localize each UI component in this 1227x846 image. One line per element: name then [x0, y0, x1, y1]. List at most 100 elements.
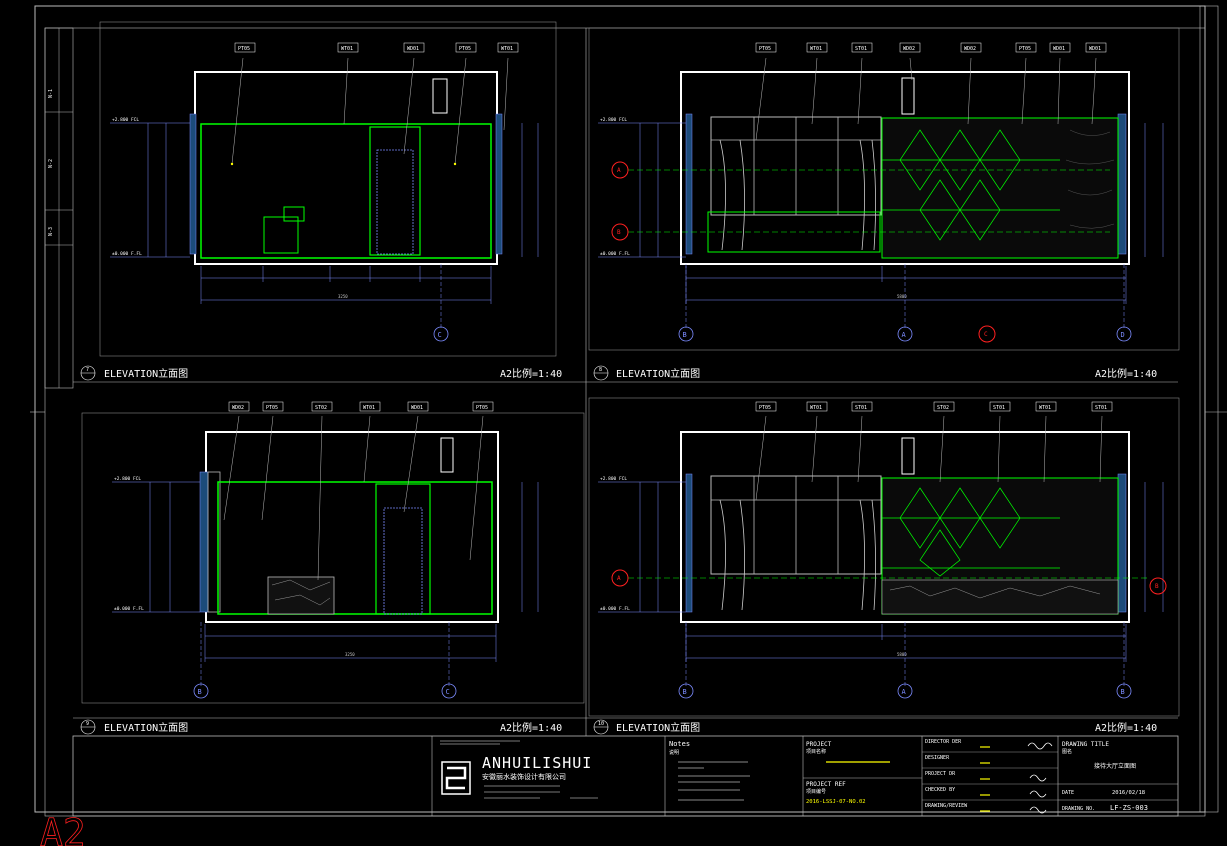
svg-text:±0.000 F.FL: ±0.000 F.FL — [600, 251, 630, 257]
left-info-strip: N-1 N-2 N-3 — [44, 27, 74, 389]
svg-text:WT01: WT01 — [810, 405, 822, 411]
project-dr-label: PROJECT DR — [925, 771, 956, 777]
finish-tag-7-4: PT05 — [455, 42, 477, 53]
svg-text:A: A — [617, 575, 621, 582]
svg-text:WD02: WD02 — [964, 46, 976, 52]
svg-text:9: 9 — [86, 721, 89, 727]
svg-text:PT05: PT05 — [1019, 46, 1031, 52]
svg-text:+2.800 FCL: +2.800 FCL — [600, 476, 627, 482]
finish-tag-7-3: WD01 — [403, 42, 425, 53]
wall-outline-7 — [194, 71, 498, 265]
svg-text:C: C — [438, 331, 442, 339]
company-logo — [441, 761, 471, 795]
svg-text:ST02: ST02 — [315, 405, 327, 411]
view-scale-10: A2比例=1:40 — [1095, 721, 1157, 734]
project-label: PROJECT — [806, 741, 832, 748]
svg-text:WD01: WD01 — [407, 46, 419, 52]
grid-bubble-9-right: C — [441, 683, 457, 699]
finish-tag-8-7: WD01 — [1049, 42, 1071, 53]
finish-tag-7-2: WT01 — [337, 42, 359, 53]
curtain-left-8 — [719, 139, 745, 251]
svg-text:10: 10 — [598, 721, 604, 727]
grid-bubble-8-mid: A — [897, 326, 913, 342]
drawing-no-value: LF-ZS-003 — [1110, 804, 1148, 812]
date-value: 2016/02/18 — [1112, 790, 1145, 796]
svg-text:WD02: WD02 — [903, 46, 915, 52]
finish-tag-9-2: PT05 — [262, 401, 284, 412]
svg-text:B: B — [683, 331, 687, 339]
elevation-8: PT05 WT01 ST01 WD02 WD02 PT05 WD01 WD01 … — [588, 27, 1180, 381]
signature-marks — [1027, 742, 1053, 814]
elevation-10: PT05 WT01 ST01 ST02 ST01 WT01 ST01 +2.80… — [588, 397, 1180, 735]
sheet-right-margin — [1199, 5, 1219, 813]
overall-dim-7: 3250 — [338, 294, 348, 299]
level-top-7: +2.800 FCL — [112, 117, 139, 123]
date-label: DATE — [1062, 790, 1074, 796]
view-scale-9: A2比例=1:40 — [500, 721, 562, 734]
sheet-size-mark: A2 — [40, 811, 86, 846]
company-name-en: ANHUILISHUI — [482, 754, 592, 772]
elevation-9: WD02 PT05 ST02 WT01 WD01 PT05 +2.800 FCL… — [80, 401, 585, 735]
svg-text:PT05: PT05 — [238, 46, 250, 52]
wall-outline-9 — [205, 431, 499, 623]
grid-bubble-10-left: B — [678, 683, 694, 699]
curtain-right-8 — [859, 139, 876, 251]
finish-tag-10-6: WT01 — [1035, 401, 1057, 412]
svg-text:5800: 5800 — [897, 652, 907, 657]
svg-text:PT05: PT05 — [266, 405, 278, 411]
checked-label: CHECKED BY — [925, 787, 955, 793]
finish-tag-9-1: WD02 — [228, 401, 250, 412]
project-ref-label-cn: 项目编号 — [806, 788, 826, 795]
drawing-title-label-cn: 图名 — [1062, 748, 1072, 755]
finish-tag-7-5: WT01 — [497, 42, 519, 53]
viewport-frame-8 — [588, 27, 1180, 351]
svg-text:8: 8 — [599, 367, 602, 373]
svg-text:3250: 3250 — [345, 652, 355, 657]
stone-base-10 — [881, 579, 1119, 615]
drawing-no-label: DRAWING NO. — [1062, 806, 1095, 812]
svg-text:PT05: PT05 — [759, 46, 771, 52]
svg-text:±0.000 F.FL: ±0.000 F.FL — [114, 606, 144, 612]
finish-tag-9-3: ST02 — [311, 401, 333, 412]
svg-text:PT05: PT05 — [759, 405, 771, 411]
project-ref-label: PROJECT REF — [806, 781, 846, 788]
finish-tag-7-1: PT05 — [234, 42, 256, 53]
svg-text:±0.000 F.FL: ±0.000 F.FL — [600, 606, 630, 612]
grid-bubble-10-right: B — [1116, 683, 1132, 699]
svg-text:A: A — [617, 167, 621, 174]
svg-text:C: C — [446, 688, 450, 696]
drawing-review-label: DRAWING/REVIEW — [925, 803, 968, 809]
svg-text:C: C — [984, 331, 988, 338]
notes-label-cn: 说明 — [669, 749, 679, 756]
svg-text:PT05: PT05 — [459, 46, 471, 52]
svg-text:WD01: WD01 — [1089, 46, 1101, 52]
finish-tag-8-1: PT05 — [755, 42, 777, 53]
project-label-cn: 项目名称 — [806, 748, 826, 755]
door-9 — [383, 507, 423, 615]
svg-text:A: A — [902, 331, 907, 339]
grid-bubble-8-right: D — [1116, 326, 1132, 342]
grid-bubble-8-left: B — [678, 326, 694, 342]
finish-tag-8-2: WT01 — [806, 42, 828, 53]
svg-text:WT01: WT01 — [1039, 405, 1051, 411]
finish-tag-10-5: ST01 — [989, 401, 1011, 412]
grid-bubble-10-mid: A — [897, 683, 913, 699]
door-7 — [376, 149, 414, 255]
view-title-7: ELEVATION立面图 — [104, 367, 188, 380]
finish-tag-9-4: WT01 — [359, 401, 381, 412]
svg-text:WD01: WD01 — [1053, 46, 1065, 52]
svg-text:PT05: PT05 — [476, 405, 488, 411]
finish-tag-10-7: ST01 — [1091, 401, 1113, 412]
finish-tag-9-5: WD01 — [407, 401, 429, 412]
svg-text:WD02: WD02 — [232, 405, 244, 411]
svg-text:7: 7 — [86, 367, 89, 373]
finish-tag-10-4: ST02 — [933, 401, 955, 412]
svg-text:B: B — [1155, 583, 1159, 590]
finish-tag-10-2: WT01 — [806, 401, 828, 412]
project-ref-value: 2016-LSSJ-07-NO.02 — [806, 799, 866, 805]
svg-text:+2.800 FCL: +2.800 FCL — [600, 117, 627, 123]
title-block: ANHUILISHUI 安徽丽水装饰设计有限公司 Notes 说明 PROJEC… — [72, 735, 1179, 817]
section-mark-10-a: A — [611, 569, 629, 587]
finish-tag-8-3: ST01 — [851, 42, 873, 53]
door-frame-7 — [369, 126, 421, 256]
